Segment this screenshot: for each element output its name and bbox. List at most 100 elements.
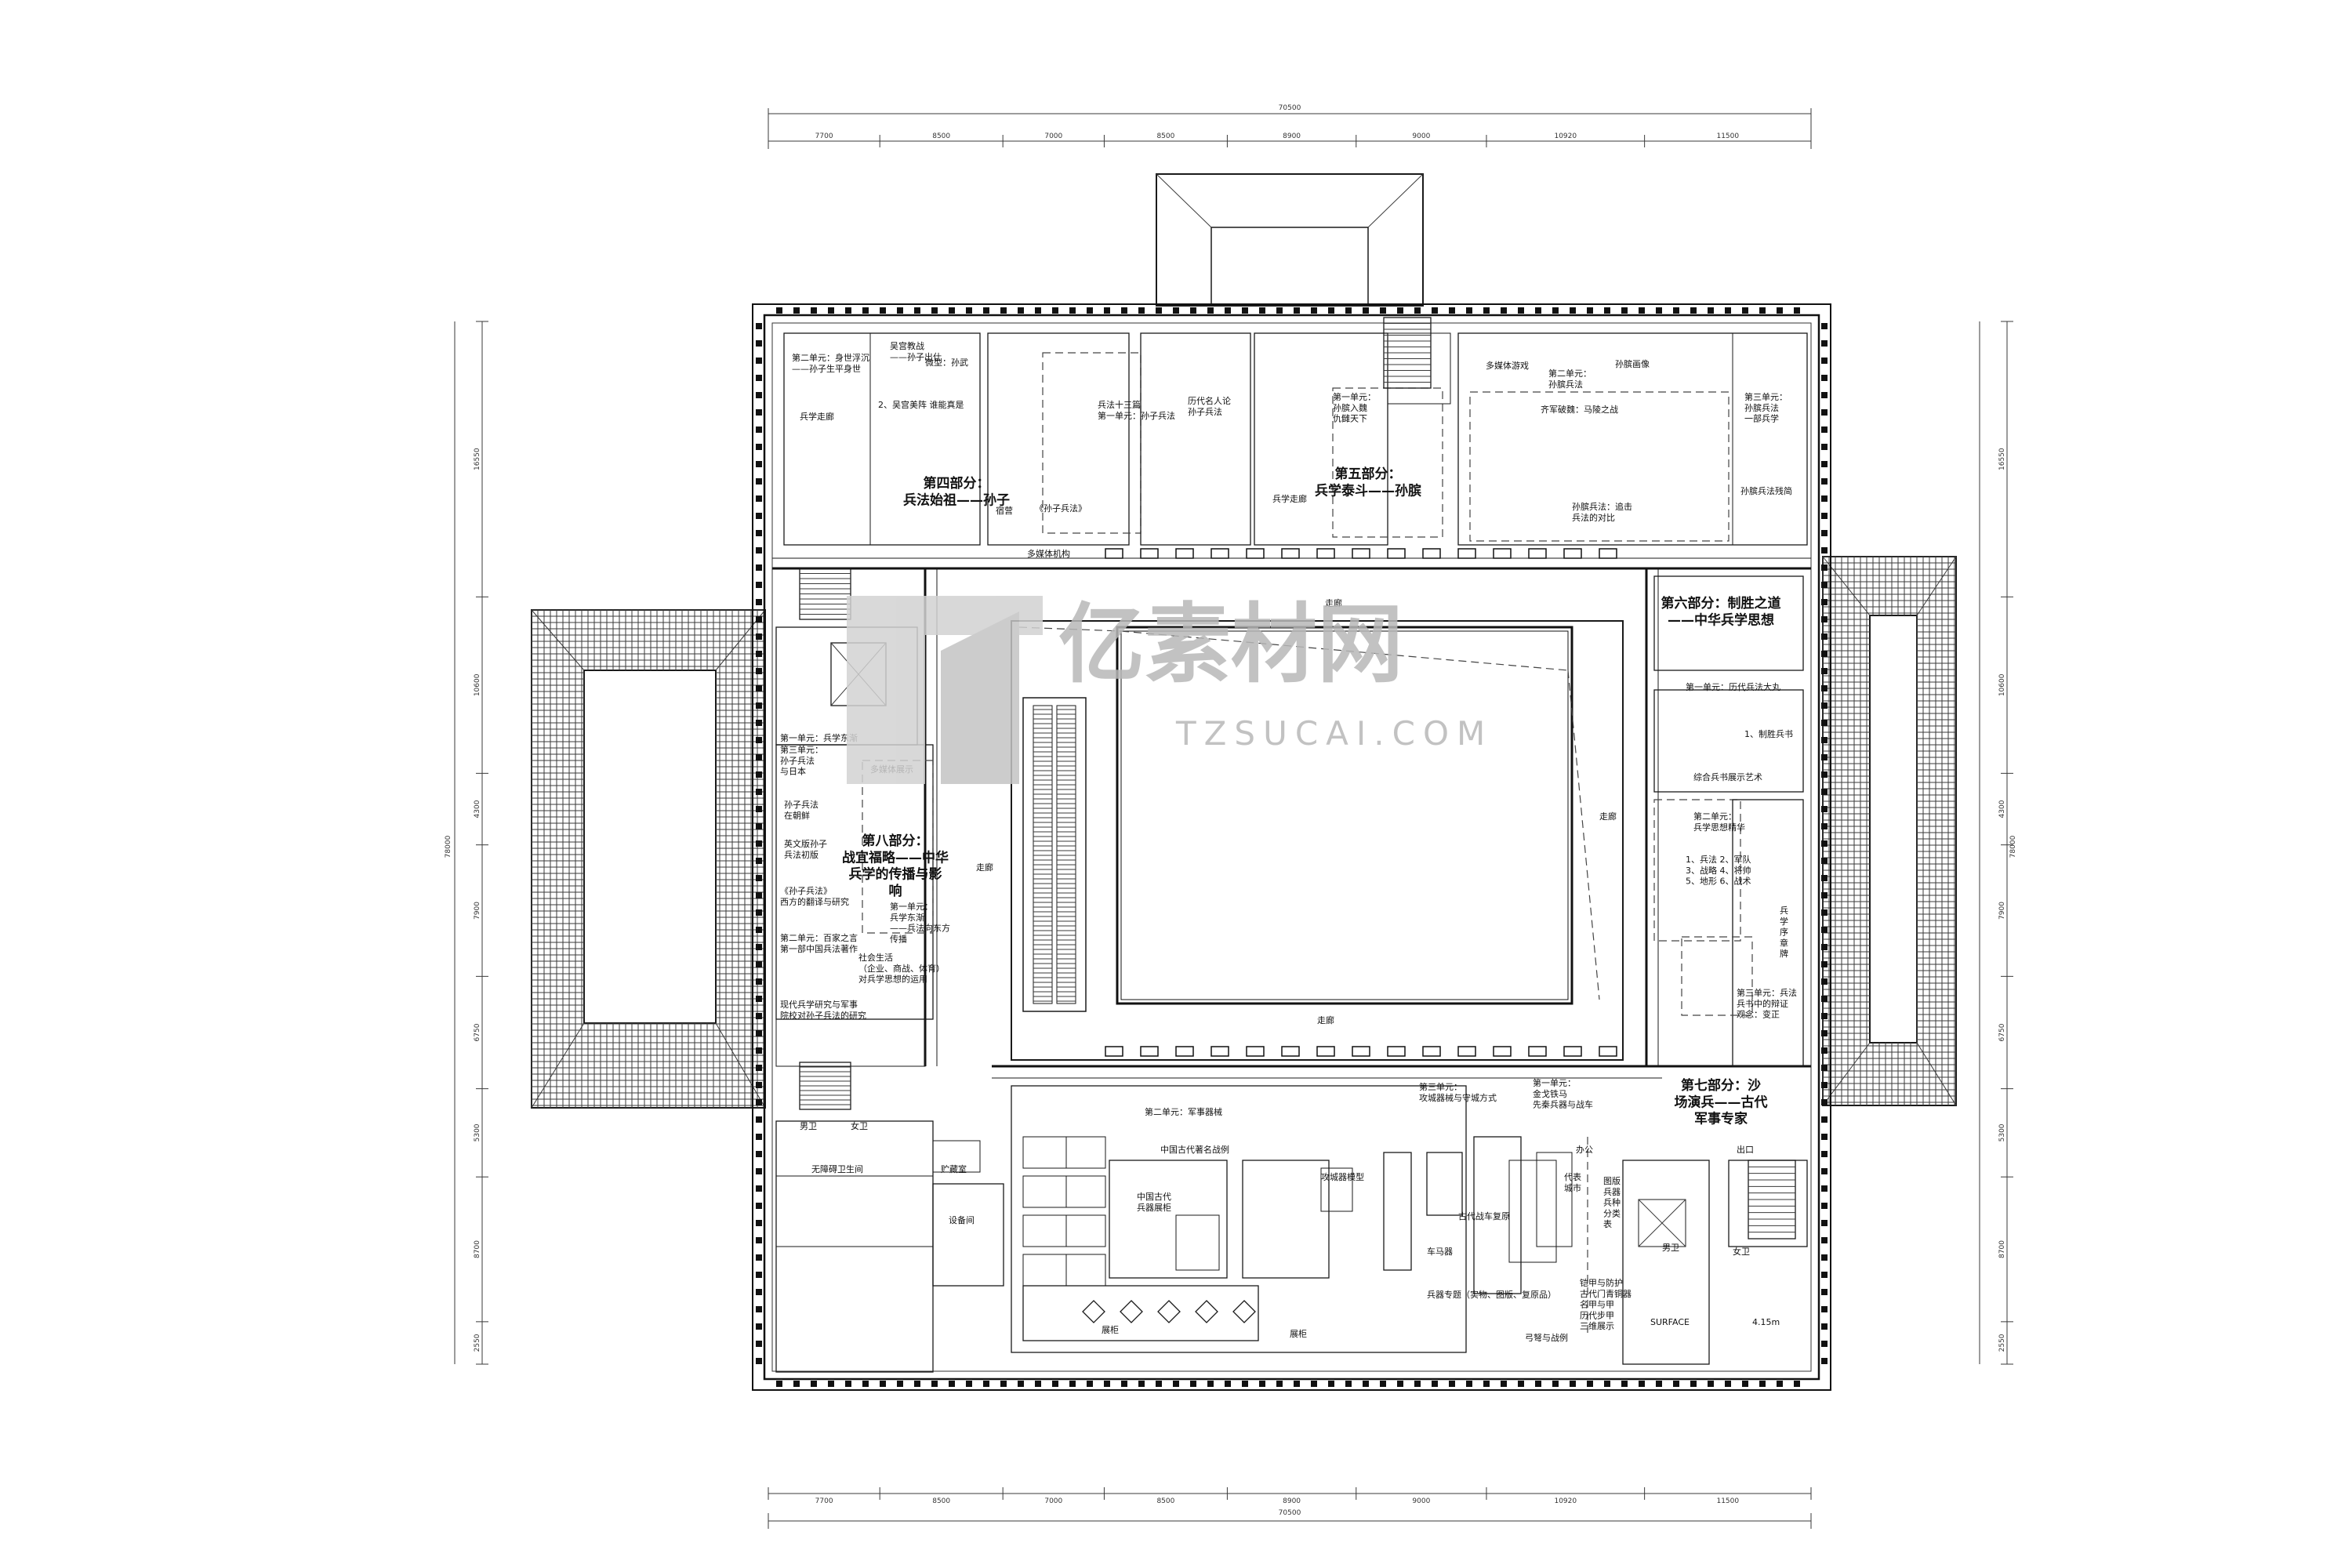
label-six-7: 第三单元：兵法兵书中的辩证观念：变正 xyxy=(1737,987,1797,1020)
label-sev-15: 中国古代兵器展柜 xyxy=(1137,1192,1171,1213)
label-sev-4: 第二单元：军事器械 xyxy=(1145,1106,1222,1117)
label-sev-8: 兵器专题（实物、图版、复原品） xyxy=(1427,1289,1556,1300)
dimension-segment: 8900 xyxy=(1283,132,1301,140)
dimension-segment: 5300 xyxy=(1998,1123,2006,1142)
label-sunzi-1: 第二单元：身世浮沉——孙子生平身世 xyxy=(792,352,869,374)
exhibit-labels: 走廊 走廊 走廊 走廊 兵学走廊 第二单元：身世浮沉——孙子生平身世 吴宫教战—… xyxy=(780,340,1797,1343)
dimension-segment: 9000 xyxy=(1412,132,1430,140)
left-total-dimension: 78000 xyxy=(445,835,452,858)
watermark-en: TZSUCAI.COM xyxy=(1175,714,1493,753)
dimension-segment: 4300 xyxy=(1998,800,2006,818)
dimension-segment: 6750 xyxy=(1998,1023,2006,1041)
label-bin-5: 齐军破魏：马陵之战 xyxy=(1541,404,1618,415)
dimension-segment: 7700 xyxy=(815,1497,833,1505)
label-misc-3: 男卫 xyxy=(1662,1243,1679,1253)
dimension-segment: 10600 xyxy=(474,673,481,696)
label-sev-1: 第一单元：金戈铁马先秦兵器与战车 xyxy=(1533,1077,1593,1110)
dimension-segment: 2550 xyxy=(474,1334,481,1352)
label-misc-9: 办公 xyxy=(1576,1145,1593,1155)
top-entrance-canopy xyxy=(1156,173,1424,307)
label-six-6: 兵学序章牌 xyxy=(1780,906,1788,959)
label-sunzi-7: 多媒体机构 xyxy=(1027,548,1070,559)
label-sunzi-8: 宿营 xyxy=(996,505,1013,516)
label-bin-2: 多媒体游戏 xyxy=(1486,360,1529,371)
label-six-2: 1、制胜兵书 xyxy=(1744,728,1793,739)
dimension-segment: 11500 xyxy=(1716,1497,1739,1505)
section-title-part5: 第五部分：兵学泰斗——孙膑 xyxy=(1315,466,1421,499)
label-corridor-top: 走廊 xyxy=(1325,597,1342,608)
label-sunzi-5: 兵法十三篇第一单元：孙子兵法 xyxy=(1098,399,1175,421)
left-dimension-lines: 78000 16550 10600 4300 7900 6750 5300 8700 2550 xyxy=(445,321,488,1365)
label-sunzi-3: 2、吴宫美阵 谁能真是 xyxy=(878,399,964,410)
dimension-segment: 7900 xyxy=(474,902,481,920)
dimension-segment: 11500 xyxy=(1716,132,1739,140)
label-sev-12: 代表城市 xyxy=(1564,1171,1581,1193)
dimension-segment: 8500 xyxy=(932,132,950,140)
label-hall-top: 兵学走廊 xyxy=(1272,493,1307,504)
label-sev-7: 车马器 xyxy=(1427,1246,1453,1257)
label-bin-6: 孙膑兵法：追击兵法的对比 xyxy=(1572,501,1632,523)
central-courtyard xyxy=(1011,548,1624,1061)
section-title-part8: 第八部分：战宜福略——中华兵学的传播与影响 xyxy=(842,833,949,899)
watermark-logo-icon xyxy=(847,596,1043,784)
label-bin-4: 孙膑画像 xyxy=(1615,358,1650,369)
dimension-segment: 4300 xyxy=(474,800,481,818)
dimension-segment: 10920 xyxy=(1554,132,1577,140)
label-six-1: 第一单元：历代兵法大丸 xyxy=(1686,681,1780,692)
label-bin-1: 第一单元：孙膑入魏仇雠天下 xyxy=(1333,391,1376,424)
label-sunzi-6: 《孙子兵法》 xyxy=(1035,503,1087,514)
label-eight-8: 现代兵学研究与军事院校对孙子兵法的研究 xyxy=(780,999,866,1021)
label-misc-7: 设备间 xyxy=(949,1214,975,1225)
label-six-3: 综合兵书展示艺术 xyxy=(1693,771,1762,782)
section-title-part6: 第六部分：制胜之道——中华兵学思想 xyxy=(1661,595,1781,628)
dimension-segment: 7700 xyxy=(815,132,833,140)
label-eight-3: 英文版孙子兵法初版 xyxy=(784,838,827,860)
label-eight-4: 《孙子兵法》西方的翻译与研究 xyxy=(780,885,849,907)
bottom-total-dimension: 70500 xyxy=(1279,1509,1301,1517)
watermark-cn: 亿素材网 xyxy=(1058,594,1403,695)
dimension-segment: 5300 xyxy=(474,1123,481,1142)
label-bin-7: 孙膑兵法残简 xyxy=(1740,485,1792,496)
interior-walls xyxy=(772,317,1811,1373)
label-corridor-right: 走廊 xyxy=(1599,811,1617,822)
label-sev-3: 中国古代著名战例 xyxy=(1160,1144,1229,1155)
label-sev-9: 弓弩与战例 xyxy=(1525,1332,1568,1343)
label-sev-13: 图版兵器兵种分类表 xyxy=(1603,1175,1621,1229)
label-corridor-left: 走廊 xyxy=(976,862,993,873)
exhibit-section-titles: 第四部分：兵法始祖——孙子 第五部分：兵学泰斗——孙膑 第六部分：制胜之道——中… xyxy=(842,466,1781,1127)
label-eight-5: 第二单元：百家之言第一部中国兵法著作 xyxy=(780,932,858,954)
dimension-segment: 10920 xyxy=(1554,1497,1577,1505)
label-misc-1: 男卫 xyxy=(800,1121,817,1131)
label-eight-10: 第一单元：兵学东渐 xyxy=(780,732,858,743)
dimension-segment: 7000 xyxy=(1044,1497,1062,1505)
label-eight-7: 社会生活（企业、商战、体育）对兵学思想的运用 xyxy=(858,952,945,985)
dimension-segment: 8700 xyxy=(1998,1240,2006,1258)
label-sev-5: 古代战车复原 xyxy=(1458,1210,1510,1221)
label-eight-1: 第三单元：孙子兵法与日本 xyxy=(780,744,823,777)
right-total-dimension: 78000 xyxy=(2009,835,2017,858)
dimension-segment: 10600 xyxy=(1998,673,2006,696)
dimension-segment: 8500 xyxy=(1156,1497,1174,1505)
dimension-segment: 6750 xyxy=(474,1023,481,1041)
label-sunzi-9: 微型：孙武 xyxy=(925,357,968,368)
dimension-segment: 7000 xyxy=(1044,132,1062,140)
label-sev-6: 攻城器模型 xyxy=(1321,1171,1364,1182)
label-misc-8: 出口 xyxy=(1737,1144,1754,1155)
dimension-segment: 16550 xyxy=(1998,448,2006,470)
label-sunzi-10: 兵学走廊 xyxy=(800,411,834,422)
dimension-segment: 2550 xyxy=(1998,1334,2006,1352)
section-title-part7: 第七部分：沙场演兵——古代军事专家 xyxy=(1675,1077,1768,1127)
label-bin-8: 第三单元：孙膑兵法一部兵学 xyxy=(1744,391,1788,424)
label-sev-14: 铠甲与防护古代门青铜器名甲与甲历代步甲三维展示 xyxy=(1580,1277,1632,1331)
dimension-segment: 7900 xyxy=(1998,902,2006,920)
label-misc-10: 4.15m xyxy=(1752,1317,1780,1327)
watermark: 亿素材网 TZSUCAI.COM xyxy=(847,594,1493,784)
label-misc-2: 女卫 xyxy=(851,1120,868,1131)
dimension-segment: 8700 xyxy=(474,1240,481,1258)
left-roof-wing xyxy=(531,609,766,1109)
label-sev-10: 展柜 xyxy=(1102,1325,1119,1335)
dimension-segment: 8900 xyxy=(1283,1497,1301,1505)
dimension-segment: 16550 xyxy=(474,448,481,470)
label-sev-11: 展柜 xyxy=(1290,1329,1307,1339)
